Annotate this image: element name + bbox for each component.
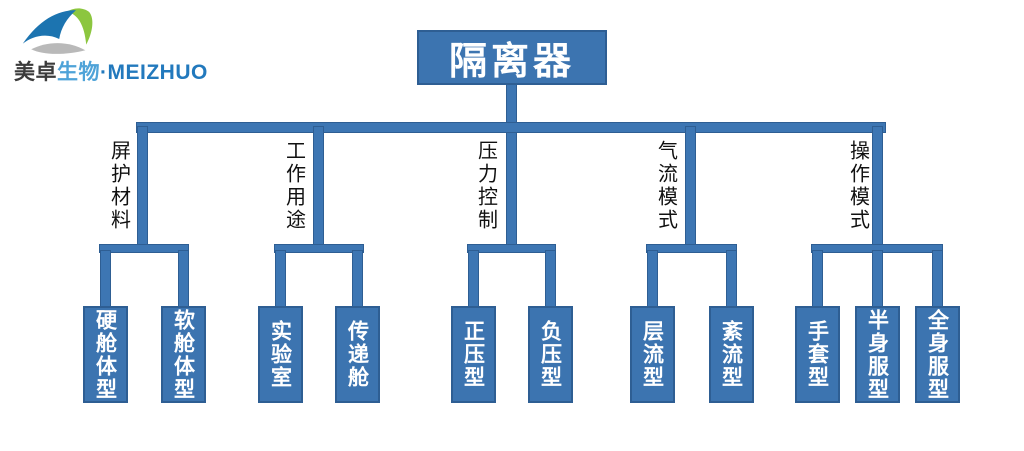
leaf-node-positive-pressure: 正压型	[451, 306, 496, 403]
connector-branch-5	[872, 126, 883, 248]
connector-leaf-stem	[647, 250, 658, 307]
connector-subbar-1	[99, 244, 189, 253]
logo-text-latin: MEIZHUO	[107, 61, 208, 84]
branch-label-shielding-material: 屏护材料	[107, 140, 130, 232]
branch-label-pressure-control: 压力控制	[474, 140, 497, 232]
leaf-node-laboratory: 实验室	[258, 306, 303, 403]
leaf-node-half-suit: 半身服型	[855, 306, 900, 403]
connector-subbar-4	[646, 244, 737, 253]
connector-leaf-stem	[275, 250, 286, 307]
connector-branch-4	[685, 126, 696, 248]
leaf-node-soft-cabin: 软舱体型	[161, 306, 206, 403]
connector-leaf-stem	[726, 250, 737, 307]
connector-leaf-stem	[178, 250, 189, 307]
connector-subbar-3	[467, 244, 556, 253]
leaf-node-full-suit: 全身服型	[915, 306, 960, 403]
leaf-node-turbulent-flow: 紊流型	[709, 306, 754, 403]
branch-label-operation-mode: 操作模式	[846, 140, 869, 232]
branch-label-work-purpose: 工作用途	[282, 140, 305, 232]
company-logo: 美卓生物·MEIZHUO	[12, 4, 212, 84]
leaf-node-glove-type: 手套型	[795, 306, 840, 403]
connector-leaf-stem	[545, 250, 556, 307]
leaf-node-transfer-chamber: 传递舱	[335, 306, 380, 403]
connector-leaf-stem	[352, 250, 363, 307]
connector-leaf-stem	[468, 250, 479, 307]
branch-label-airflow-mode: 气流模式	[654, 140, 677, 232]
logo-text-secondary: 生物	[57, 61, 100, 84]
leaf-node-hard-cabin: 硬舱体型	[83, 306, 128, 403]
leaf-node-laminar-flow: 层流型	[630, 306, 675, 403]
connector-subbar-2	[274, 244, 364, 253]
logo-swoosh-icon	[22, 8, 93, 54]
connector-leaf-stem	[100, 250, 111, 307]
logo-text: 美卓生物·MEIZHUO	[14, 56, 208, 86]
leaf-node-negative-pressure: 负压型	[528, 306, 573, 403]
connector-main-bar	[136, 122, 886, 133]
connector-leaf-stem	[872, 250, 883, 307]
connector-root-stem	[506, 84, 517, 248]
connector-branch-2	[313, 126, 324, 248]
root-node-isolator: 隔离器	[417, 30, 607, 85]
connector-branch-1	[137, 126, 148, 248]
connector-leaf-stem	[932, 250, 943, 307]
logo-text-primary: 美卓	[14, 61, 57, 84]
logo-text-separator: ·	[100, 61, 108, 84]
connector-leaf-stem	[812, 250, 823, 307]
